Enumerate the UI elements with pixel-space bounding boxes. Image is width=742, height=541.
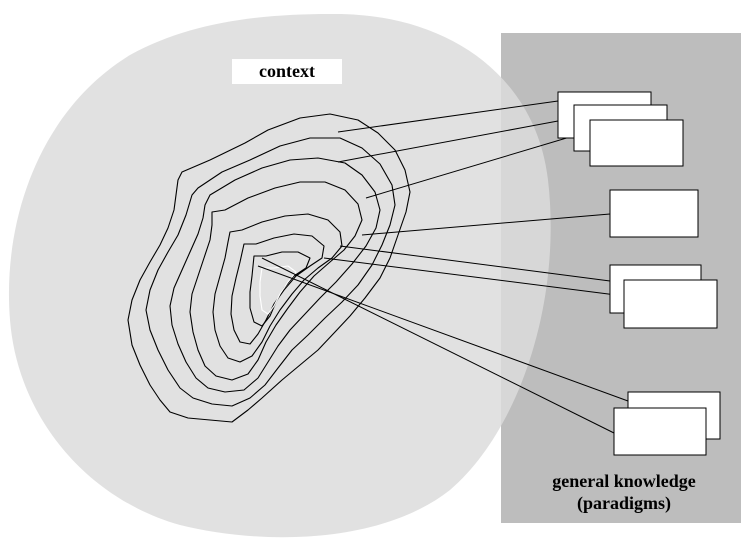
connector-line — [257, 265, 629, 402]
knowledge-box — [623, 279, 718, 329]
context-label: context — [259, 61, 315, 81]
contour-ring-3 — [169, 157, 381, 393]
context-ellipse — [8, 13, 551, 538]
contour-rings — [127, 113, 411, 423]
knowledge-box — [613, 407, 707, 456]
contour-ring-4 — [189, 181, 363, 381]
knowledge-box — [589, 119, 684, 167]
connector-line — [323, 257, 625, 297]
paradigms-label: (paradigms) — [577, 493, 671, 514]
contour-ring-5 — [212, 213, 343, 363]
contour-ring-6 — [230, 233, 325, 345]
connector-line — [337, 100, 559, 133]
connector-line — [337, 117, 575, 163]
general-knowledge-label: general knowledge — [552, 471, 696, 491]
context-label-box — [232, 59, 342, 84]
contour-ring-1 — [127, 113, 411, 423]
contour-ring-8 — [259, 265, 297, 315]
contour-ring-2 — [145, 137, 396, 407]
knowledge-box — [609, 189, 699, 238]
connector-line — [261, 257, 615, 434]
context-region — [8, 13, 551, 538]
knowledge-boxes — [557, 91, 721, 456]
connector-line — [361, 213, 611, 236]
connector-line — [365, 130, 591, 199]
connector-lines — [257, 100, 629, 434]
connector-line — [339, 245, 611, 282]
